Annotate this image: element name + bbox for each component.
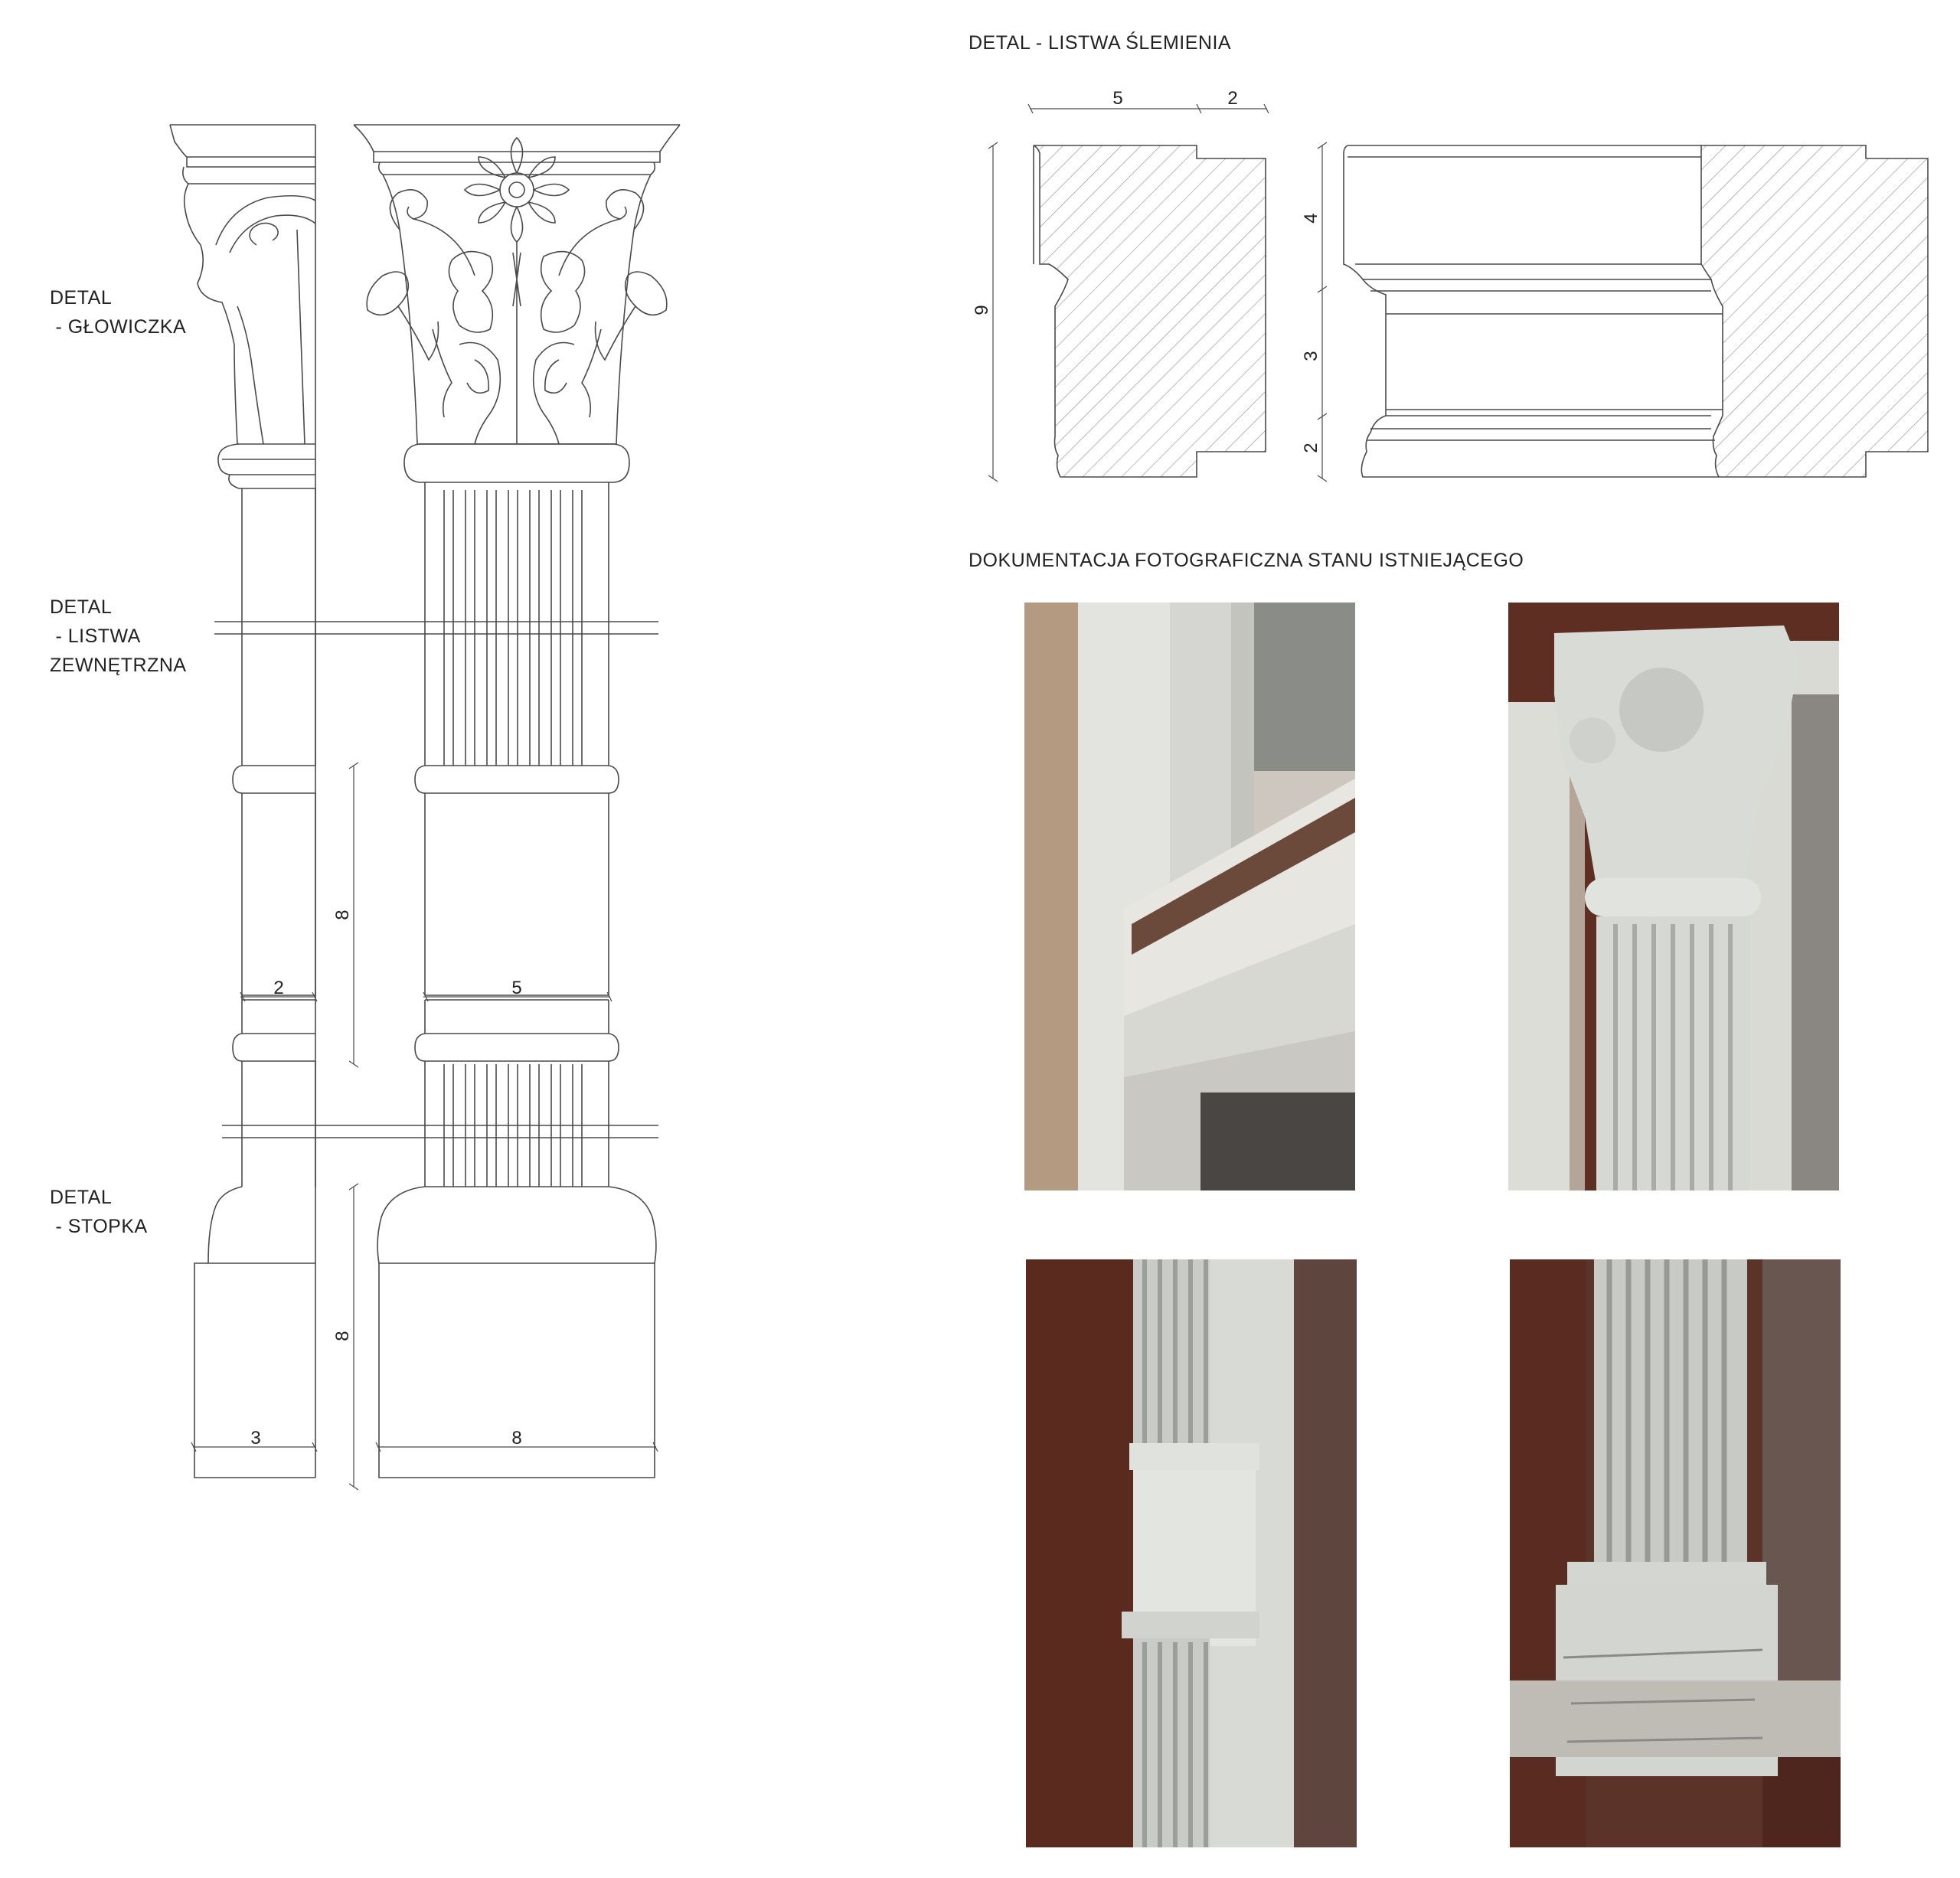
front-view-pilaster: [353, 124, 681, 1478]
photo-capital-existing: [1508, 603, 1839, 1190]
label-foot: DETAL - STOPKA: [50, 1187, 148, 1237]
dim-elev-top: 4: [1301, 213, 1321, 223]
dim-base-side-width: 3: [250, 1428, 260, 1449]
dim-base-front-width: 8: [511, 1428, 521, 1449]
transom-cross-section: [1033, 145, 1266, 478]
dimension-lines-pilasters: [191, 762, 658, 1491]
dim-shaft-front-width: 5: [511, 978, 521, 998]
dim-shaft-side-width: 2: [273, 978, 283, 998]
dim-elev-bottom: 2: [1301, 443, 1321, 452]
title-photo-documentation: DOKUMENTACJA FOTOGRAFICZNA STANU ISTNIEJ…: [969, 550, 1524, 571]
photo-shaft-ring: [1026, 1259, 1357, 1847]
dim-profile-top-b: 2: [1227, 88, 1237, 109]
dim-elev-mid: 3: [1301, 351, 1321, 361]
dim-shaft-height: 8: [332, 910, 353, 919]
title-transom-detail: DETAL - LISTWA ŚLEMIENIA: [969, 32, 1232, 54]
photo-base-existing: [1510, 1259, 1841, 1847]
transom-dimensions: [988, 103, 1328, 482]
dim-base-height: 8: [332, 1331, 353, 1341]
side-view-pilaster: [169, 124, 658, 1478]
transom-elevation: [1343, 145, 1929, 478]
label-capital: DETAL - GŁOWICZKA: [50, 287, 187, 338]
label-outer-strip: DETAL - LISTWA ZEWNĘTRZNA: [50, 596, 187, 676]
photo-transom-molding: [1024, 603, 1355, 1190]
dim-profile-top-a: 5: [1112, 88, 1122, 109]
dim-profile-height: 9: [972, 305, 992, 315]
